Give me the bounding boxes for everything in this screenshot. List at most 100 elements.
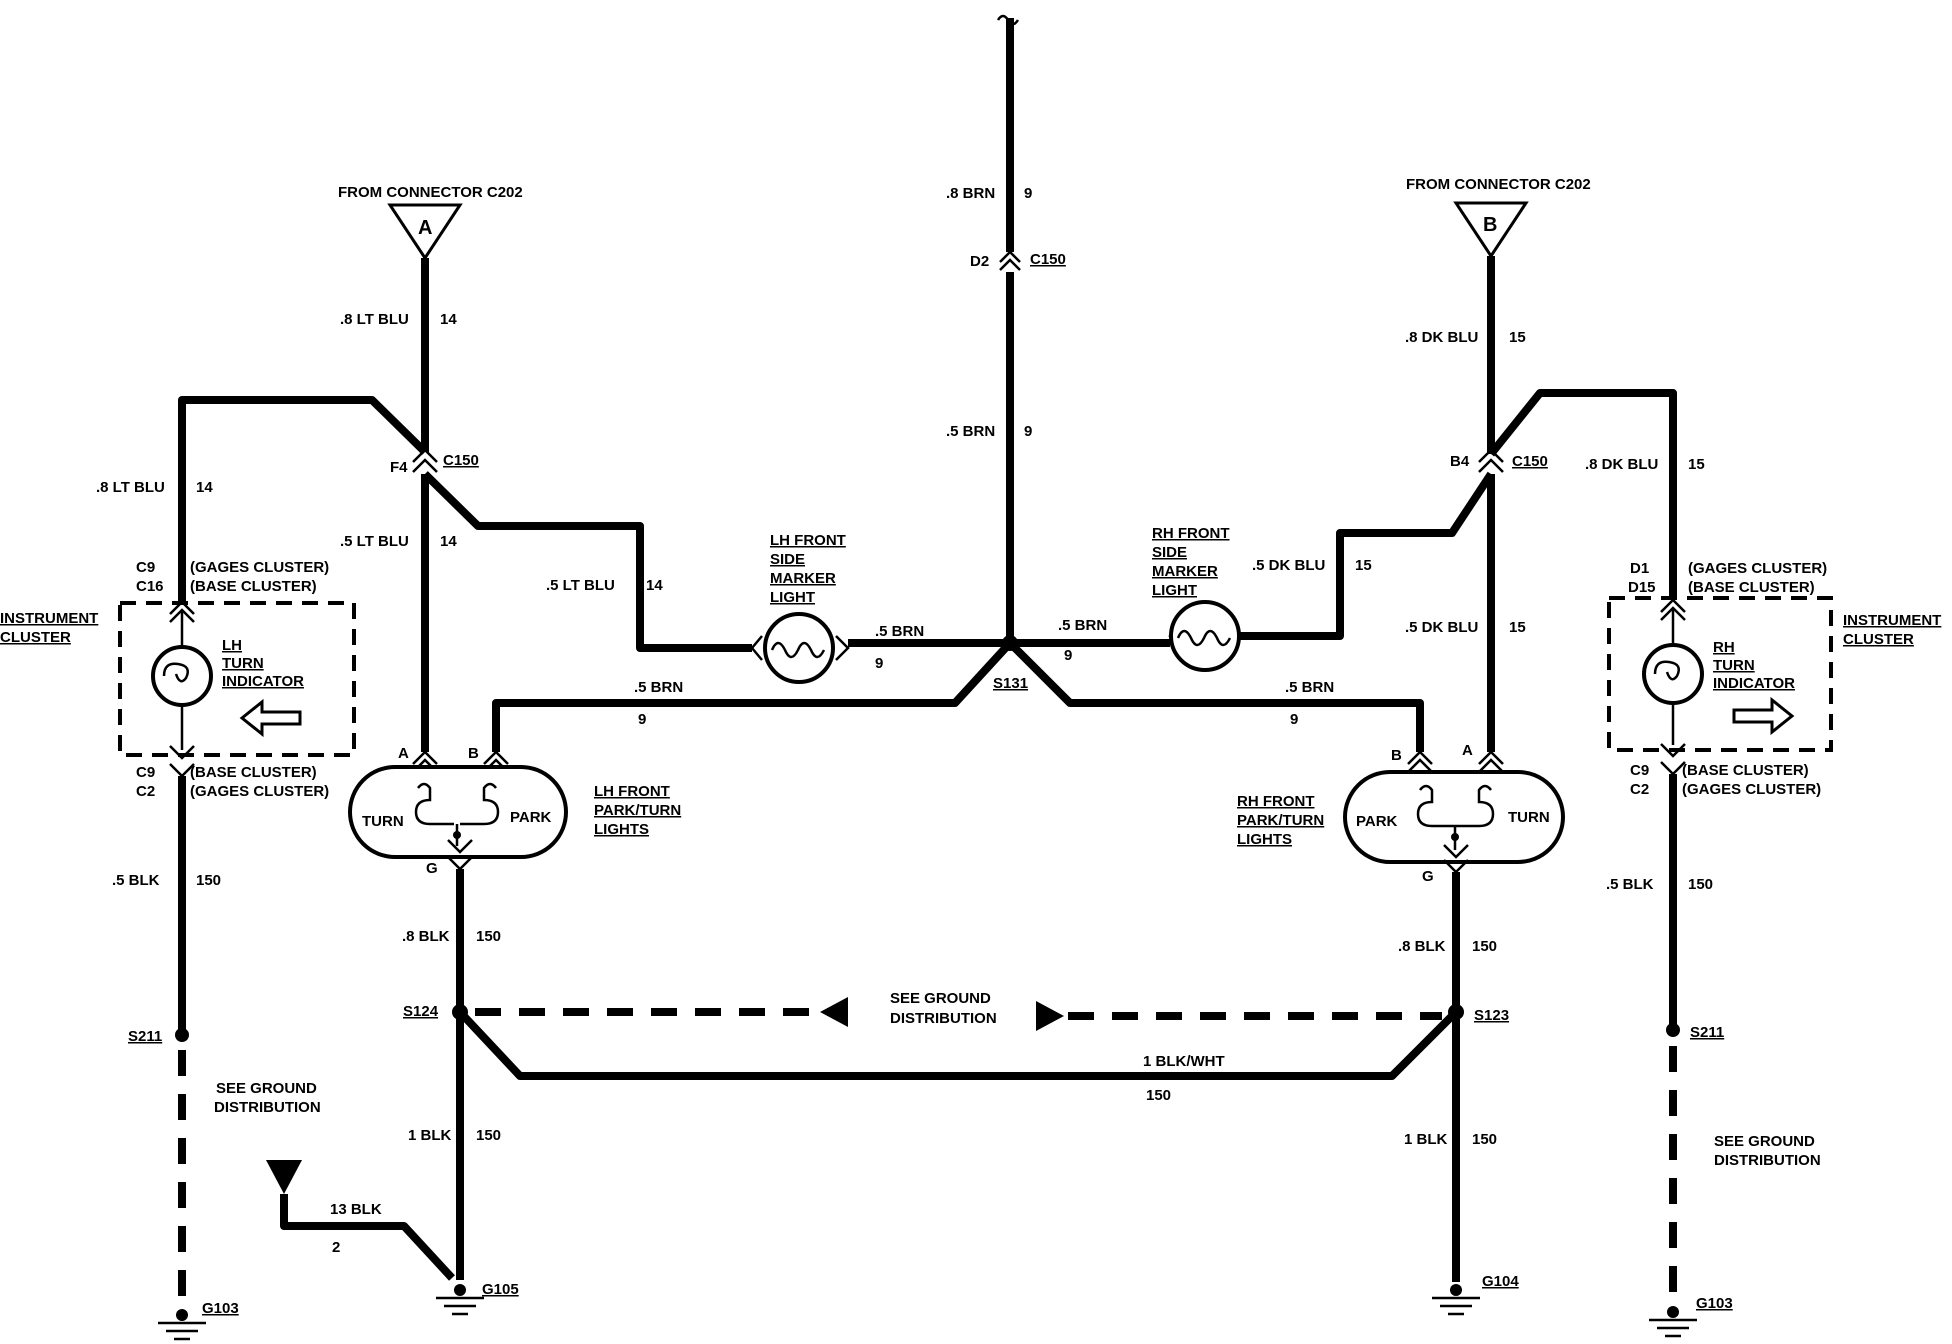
ground-arrow-left-icon (820, 997, 848, 1027)
label-w-1-blk-r: 1 BLK (1404, 1131, 1448, 1148)
label-sgd-l-1: SEE GROUND (216, 1080, 317, 1097)
label-c-5-dk-blu-b: 15 (1509, 619, 1526, 636)
label-c-13-blk: 2 (332, 1239, 340, 1256)
label-w-blk-wht: 1 BLK/WHT (1143, 1053, 1225, 1070)
label-s211-left: S211 (128, 1028, 162, 1045)
label-pin-b4: B4 (1450, 453, 1470, 470)
ground-arrow-right-icon (1036, 1001, 1064, 1031)
label-w-brn-lhm: .5 BRN (875, 623, 924, 640)
lh-turn-indicator-bulb (151, 645, 213, 707)
label-s123: S123 (1474, 1007, 1509, 1024)
label-rh-marker-2: SIDE (1152, 544, 1187, 561)
label-lp-turn: TURN (362, 813, 404, 830)
rh-side-marker-light (1168, 600, 1242, 672)
label-r-d15: D15 (1628, 579, 1656, 596)
label-rh-marker-1: RH FRONT (1152, 525, 1230, 542)
wire-1-blk-wht (457, 1009, 1459, 1080)
ground-g103-right-icon (1649, 1306, 1697, 1338)
label-r-c9: C9 (1630, 762, 1649, 779)
label-w-13-blk: 13 BLK (330, 1201, 382, 1218)
label-rp-a: A (1462, 742, 1473, 759)
connector-b (1240, 201, 1677, 752)
label-rp-3: LIGHTS (1237, 831, 1292, 848)
label-l-c2: C2 (136, 783, 155, 800)
label-connector-b: B (1483, 214, 1497, 236)
label-l-c9b: C9 (136, 764, 155, 781)
lh-indicator-filament (162, 662, 189, 683)
rh-park-terminal-b (1407, 750, 1433, 773)
center-brn-feed (996, 14, 1021, 643)
connector-c150-b4 (1478, 448, 1504, 473)
lh-cluster-box (118, 601, 356, 757)
ground-g103-left-icon (158, 1309, 206, 1341)
label-pin-f4: F4 (390, 459, 408, 476)
label-l-c16: C16 (136, 578, 164, 595)
label-l-base-bot: (BASE CLUSTER) (190, 764, 317, 781)
label-rp-1: RH FRONT (1237, 793, 1315, 810)
rh-park-ground-dot (1451, 833, 1459, 841)
label-rh-marker-4: LIGHT (1152, 582, 1197, 599)
label-g104: G104 (1482, 1273, 1519, 1290)
label-from-connector-b: FROM CONNECTOR C202 (1406, 176, 1591, 193)
label-l-c9: C9 (136, 559, 155, 576)
wire-brn-to-rh-park (1007, 640, 1424, 752)
rh-park-lamp-body (1343, 770, 1565, 864)
label-lh-marker-4: LIGHT (770, 589, 815, 606)
label-l-ic-1: INSTRUMENT (0, 610, 98, 627)
label-lp-2: PARK/TURN (594, 802, 681, 819)
label-r-ti-1: RH (1713, 639, 1735, 656)
label-r-d1: D1 (1630, 560, 1649, 577)
label-w-8-blk-r: .8 BLK (1398, 938, 1446, 955)
label-w-5-blk-l: .5 BLK (112, 872, 160, 889)
wire-brn-to-lh-park (492, 640, 1013, 752)
label-sgd-r-2: DISTRIBUTION (1714, 1152, 1821, 1169)
label-r-c2: C2 (1630, 781, 1649, 798)
label-w-5-blk-r: .5 BLK (1606, 876, 1654, 893)
label-c-1-blk-r: 150 (1472, 1131, 1497, 1148)
wire-8-lt-blu-cluster (178, 396, 428, 602)
rh-turn-indicator-bulb (1642, 643, 1704, 705)
label-l-ti-2: TURN (222, 655, 264, 672)
label-c-5-lt-blu: 14 (440, 533, 457, 550)
label-l-ti-1: LH (222, 637, 242, 654)
splice-s211-left (175, 1028, 189, 1042)
rh-instrument-cluster (1607, 596, 1833, 776)
rh-park-turn-light (1343, 750, 1565, 874)
label-c-5-lt-blu-b: 14 (646, 577, 663, 594)
label-r-ic-2: CLUSTER (1843, 631, 1914, 648)
label-w-5-lt-blu-b: .5 LT BLU (546, 577, 615, 594)
label-g105: G105 (482, 1281, 519, 1298)
label-lp-3: LIGHTS (594, 821, 649, 838)
rh-indicator-filament (1653, 660, 1680, 681)
connector-a (178, 203, 752, 752)
lh-park-ground-dot (453, 831, 461, 839)
label-w-8-lt-blu-l: .8 LT BLU (96, 479, 165, 496)
ground-wiring (175, 774, 1680, 1305)
label-r-base-bot: (BASE CLUSTER) (1682, 762, 1809, 779)
label-r-gages-bot: (GAGES CLUSTER) (1682, 781, 1821, 798)
label-w-8-dk-blu: .8 DK BLU (1405, 329, 1478, 346)
label-c-8-dk-blu: 15 (1509, 329, 1526, 346)
label-c150-left: C150 (443, 452, 479, 469)
connector-a-triangle (387, 203, 463, 261)
label-rh-marker-3: MARKER (1152, 563, 1218, 580)
splice-s131 (492, 635, 1424, 752)
label-l-gages-top: (GAGES CLUSTER) (190, 559, 329, 576)
label-c-8-dk-blu-r: 15 (1688, 456, 1705, 473)
rh-cluster-box (1607, 596, 1833, 752)
label-l-gages-bot: (GAGES CLUSTER) (190, 783, 329, 800)
label-c-5-blk-r: 150 (1688, 876, 1713, 893)
label-s124: S124 (403, 1003, 439, 1020)
label-rp-turn: TURN (1508, 809, 1550, 826)
label-l-ti-3: INDICATOR (222, 673, 304, 690)
label-from-connector-a: FROM CONNECTOR C202 (338, 184, 523, 201)
connector-c150-d2 (999, 250, 1021, 271)
rh-arrow-icon (1732, 696, 1795, 736)
label-connector-a: A (418, 217, 432, 239)
label-s211-right: S211 (1690, 1024, 1724, 1041)
label-c-5-dk-blu: 15 (1355, 557, 1372, 574)
label-c-8-lt-blu-l: 14 (196, 479, 213, 496)
label-c-brn-lp: 9 (638, 711, 646, 728)
label-w-8-lt-blu: .8 LT BLU (340, 311, 409, 328)
